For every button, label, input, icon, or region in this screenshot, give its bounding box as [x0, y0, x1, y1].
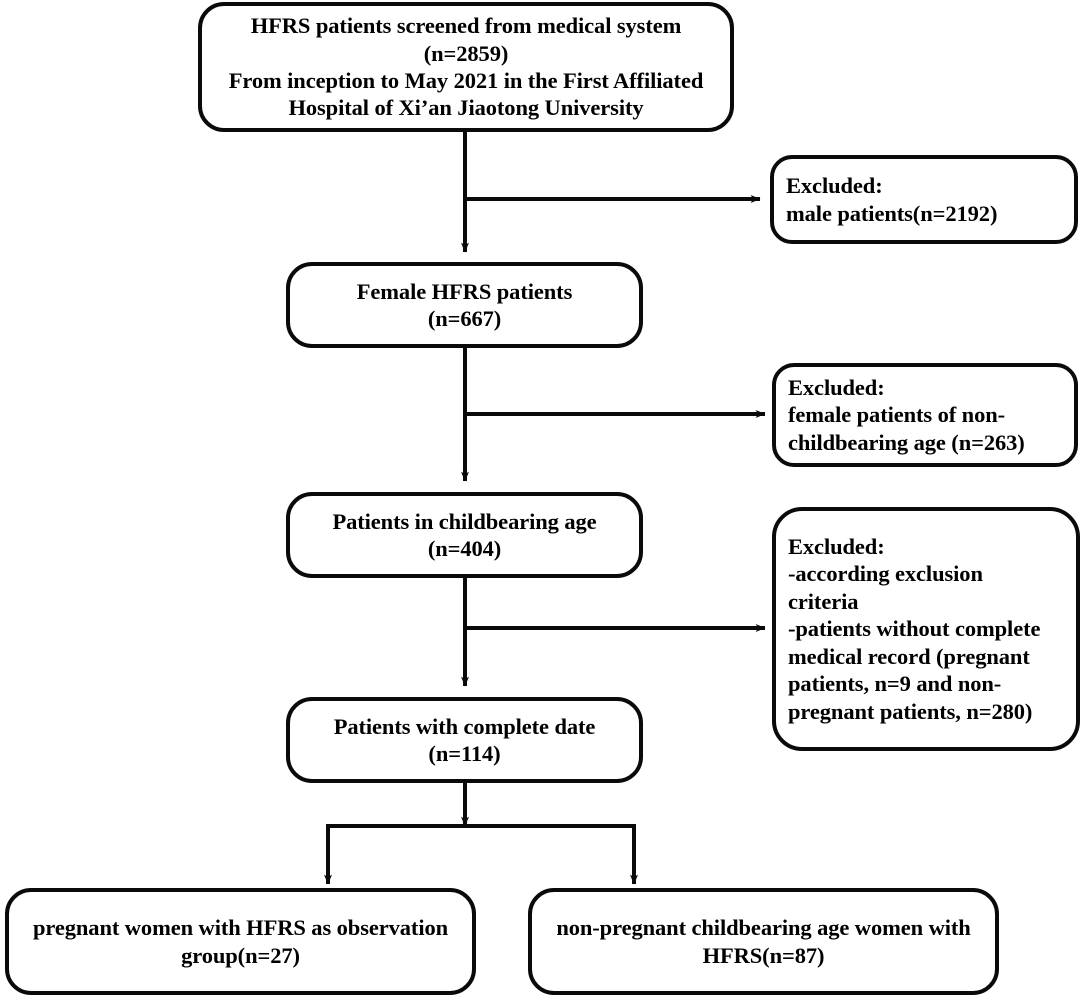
node-screened-line-1: HFRS patients screened from medical syst… — [250, 13, 682, 39]
node-control-group: non-pregnant childbearing age women with… — [528, 888, 999, 995]
node-excluded-nonchildbearing-line-3: childbearing age (n=263) — [788, 429, 1025, 455]
node-childbearing-line-2: (n=404) — [427, 536, 502, 561]
node-control-group-line-2: HFRS(n=87) — [702, 942, 825, 968]
node-excluded-male-line-2: male patients(n=2192) — [786, 200, 998, 226]
node-observation-group: pregnant women with HFRS as observation … — [5, 888, 476, 995]
node-excluded-male-line-1: Excluded: — [786, 173, 883, 199]
node-excluded-nonchildbearing-line-1: Excluded: — [788, 374, 885, 400]
node-observation-group-line-1: pregnant women with HFRS as observation — [32, 915, 449, 941]
node-female-line-1: Female HFRS patients — [356, 278, 573, 304]
node-excluded-criteria-line-1: Excluded: — [788, 533, 885, 559]
node-complete: Patients with complete date (n=114) — [286, 697, 643, 783]
node-excluded-male: Excluded: male patients(n=2192) — [770, 155, 1078, 244]
node-excluded-criteria-line-5: medical record (pregnant — [788, 643, 1030, 669]
node-childbearing-line-1: Patients in childbearing age — [332, 508, 597, 534]
node-complete-line-2: (n=114) — [428, 741, 501, 766]
node-female-line-2: (n=667) — [427, 306, 502, 331]
node-control-group-line-1: non-pregnant childbearing age women with — [556, 915, 971, 941]
node-excluded-nonchildbearing: Excluded: female patients of non- childb… — [772, 363, 1078, 467]
node-complete-line-1: Patients with complete date — [333, 713, 596, 739]
node-childbearing: Patients in childbearing age (n=404) — [286, 492, 643, 578]
node-excluded-criteria-line-2: -according exclusion — [788, 561, 983, 587]
node-observation-group-line-2: group(n=27) — [181, 942, 300, 968]
node-female: Female HFRS patients (n=667) — [286, 262, 643, 348]
node-excluded-criteria-line-3: criteria — [788, 588, 859, 614]
node-screened-line-3: From inception to May 2021 in the First … — [228, 68, 704, 93]
node-excluded-criteria-line-6: patients, n=9 and non- — [788, 671, 1002, 697]
node-excluded-nonchildbearing-line-2: female patients of non- — [788, 402, 1006, 428]
node-excluded-criteria-line-4: -patients without complete — [788, 616, 1041, 642]
node-screened: HFRS patients screened from medical syst… — [198, 2, 734, 132]
node-excluded-criteria-line-7: pregnant patients, n=280) — [788, 698, 1033, 724]
node-screened-line-2: (n=2859) — [423, 40, 509, 66]
node-excluded-criteria: Excluded: -according exclusion criteria … — [772, 507, 1080, 751]
node-screened-line-4: Hospital of Xi’an Jiaotong University — [288, 95, 644, 121]
